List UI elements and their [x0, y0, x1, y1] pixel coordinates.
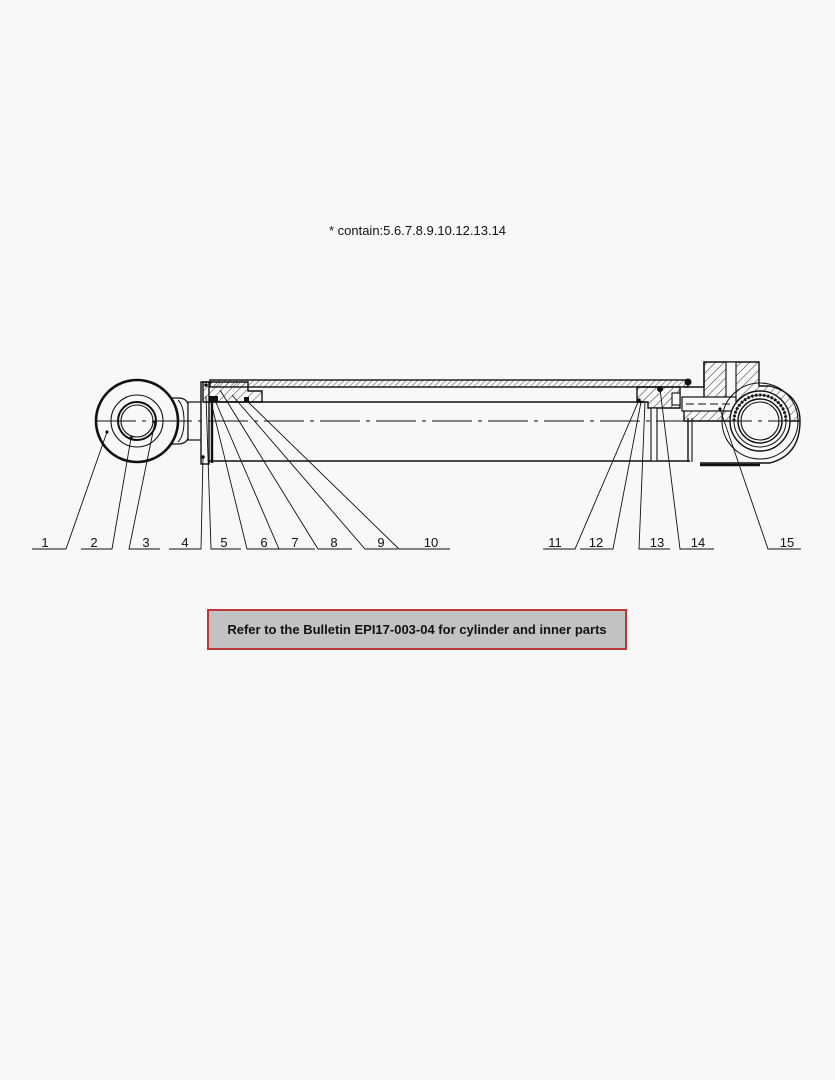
- callout-7: 7: [291, 535, 298, 550]
- piston: [636, 378, 693, 462]
- leader-lines: [32, 388, 801, 550]
- callout-6: 6: [260, 535, 267, 550]
- callout-10: 10: [424, 535, 438, 550]
- bulletin-reference-text: Refer to the Bulletin EPI17-003-04 for c…: [227, 622, 607, 637]
- callout-13: 13: [650, 535, 664, 550]
- callout-5: 5: [220, 535, 227, 550]
- callout-14: 14: [691, 535, 705, 550]
- callout-4: 4: [181, 535, 188, 550]
- cylinder-drawing: 1 2 3 4 5 6 7 8 9 10 11 12 13 14 15: [32, 361, 801, 550]
- gland: [200, 381, 263, 465]
- callout-3: 3: [142, 535, 149, 550]
- callout-labels: 1 2 3 4 5 6 7 8 9 10 11 12 13 14 15: [41, 535, 794, 550]
- piston-rod: [187, 401, 690, 462]
- callout-2: 2: [90, 535, 97, 550]
- callout-8: 8: [330, 535, 337, 550]
- barrel: [209, 379, 689, 388]
- callout-11: 11: [548, 535, 562, 550]
- cap-end: [681, 361, 801, 467]
- callout-15: 15: [780, 535, 794, 550]
- callout-1: 1: [41, 535, 48, 550]
- callout-12: 12: [589, 535, 603, 550]
- contents-note: * contain:5.6.7.8.9.10.12.13.14: [328, 223, 507, 238]
- bulletin-reference-box: Refer to the Bulletin EPI17-003-04 for c…: [207, 609, 627, 650]
- callout-9: 9: [377, 535, 384, 550]
